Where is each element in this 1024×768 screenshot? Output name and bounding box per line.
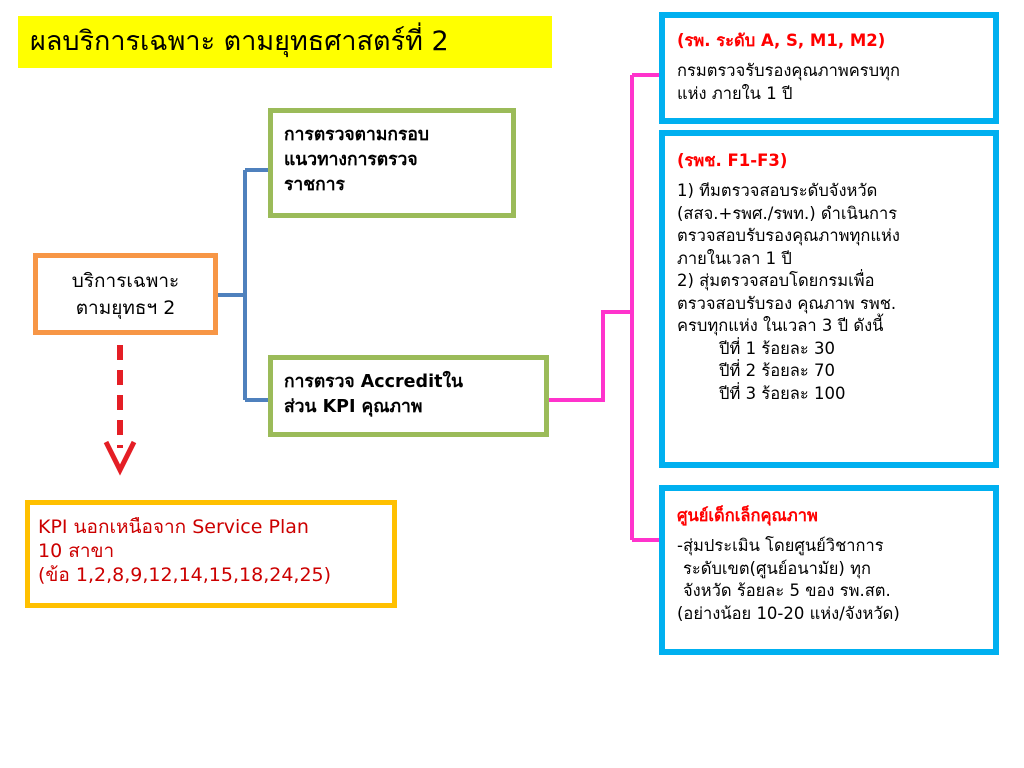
node-regulatory-inspection: การตรวจตามกรอบ แนวทางการตรวจ ราชการ: [268, 108, 516, 218]
node-regulatory-line1: การตรวจตามกรอบ: [284, 125, 430, 145]
root-node: บริการเฉพาะ ตามยุทธฯ 2: [33, 253, 218, 335]
connector-accredit-to-info: [547, 73, 660, 542]
info2-year: ปีที่ 1 ร้อยละ 30: [719, 338, 835, 358]
info2-line: (สสจ.+รพศ./รพท.) ดำเนินการ: [677, 203, 898, 223]
info-box-hospital-a-s-m: (รพ. ระดับ A, S, M1, M2) กรมตรวจรับรองคุ…: [659, 12, 999, 124]
info2-line: ตรวจสอบรับรองคุณภาพทุกแห่ง: [677, 226, 900, 245]
info2-line: ภายในเวลา 1 ปี: [677, 248, 792, 268]
kpi-line1: KPI นอกเหนือจาก Service Plan: [38, 516, 309, 538]
kpi-line3: (ข้อ 1,2,8,9,12,14,15,18,24,25): [38, 564, 332, 586]
root-node-line1: บริการเฉพาะ: [71, 270, 180, 292]
info2-year: ปีที่ 2 ร้อยละ 70: [719, 361, 835, 380]
info2-heading: (รพช. F1-F3): [677, 151, 788, 170]
info-box-community-hospital: (รพช. F1-F3) 1) ทีมตรวจสอบระดับจังหวัด (…: [659, 130, 999, 468]
info2-line: ครบทุกแห่ง ในเวลา 3 ปี ดังนี้: [677, 316, 884, 335]
node-regulatory-line2: แนวทางการตรวจ: [284, 150, 418, 170]
root-node-line2: ตามยุทธฯ 2: [75, 297, 176, 319]
page-title: ผลบริการเฉพาะ ตามยุทธศาสตร์ที่ 2: [18, 16, 552, 68]
kpi-outside-service-plan-box: KPI นอกเหนือจาก Service Plan 10 สาขา (ข้…: [25, 500, 397, 608]
info3-line: ระดับเขต(ศูนย์อนามัย) ทุก: [683, 558, 871, 578]
info3-line: จังหวัด ร้อยละ 5 ของ รพ.สต.: [683, 581, 891, 600]
connector-root-to-nodes: [217, 168, 270, 402]
info1-line: แห่ง ภายใน 1 ปี: [677, 83, 793, 103]
arrow-head-icon: [103, 440, 137, 476]
info1-heading: (รพ. ระดับ A, S, M1, M2): [677, 31, 886, 50]
node-accredit-kpi: การตรวจ Accreditใน ส่วน KPI คุณภาพ: [268, 355, 549, 437]
node-accredit-line1: การตรวจ Accreditใน: [284, 372, 463, 392]
info2-year: ปีที่ 3 ร้อยละ 100: [719, 383, 846, 403]
info3-line: (อย่างน้อย 10-20 แห่ง/จังหวัด): [677, 603, 900, 623]
kpi-line2: 10 สาขา: [38, 540, 115, 562]
info2-line: 2) สุ่มตรวจสอบโดยกรมเพื่อ: [677, 271, 875, 290]
info2-line: ตรวจสอบรับรอง คุณภาพ รพช.: [677, 293, 897, 313]
node-accredit-line2: ส่วน KPI คุณภาพ: [284, 397, 423, 417]
info3-line: -สุ่มประเมิน โดยศูนย์วิชาการ: [677, 536, 884, 555]
info2-line: 1) ทีมตรวจสอบระดับจังหวัด: [677, 181, 878, 200]
node-regulatory-line3: ราชการ: [284, 175, 345, 195]
info1-line: กรมตรวจรับรองคุณภาพครบทุก: [677, 61, 901, 80]
info-box-child-center: ศูนย์เด็กเล็กคุณภาพ -สุ่มประเมิน โดยศูนย…: [659, 485, 999, 655]
info3-heading: ศูนย์เด็กเล็กคุณภาพ: [677, 506, 818, 525]
